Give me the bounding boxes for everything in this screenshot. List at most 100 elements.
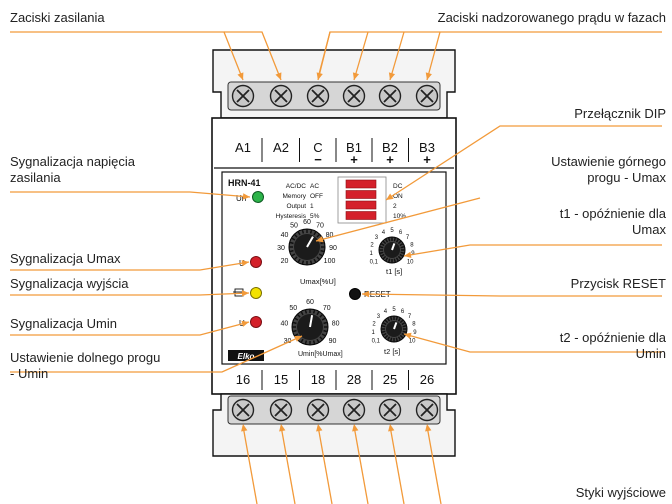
- reset-button: [349, 288, 361, 300]
- top-screw-slot: [236, 89, 250, 103]
- leader-output-contact-head: [425, 424, 432, 432]
- umin-knob-knurl: [316, 311, 320, 316]
- leader-reset-button: [361, 293, 662, 297]
- dip-row-name: Memory: [283, 193, 307, 200]
- t2-knob-knurl: [402, 324, 407, 328]
- umax-knob-caption: Umax[%U]: [300, 277, 336, 286]
- t2-knob-knurl: [397, 336, 402, 341]
- leader-t1-delay-head: [404, 251, 412, 259]
- t1-knob-knurl: [399, 253, 404, 258]
- umax-knob-knurl: [320, 249, 325, 253]
- umax-knob-knurl: [293, 233, 298, 238]
- t1-knob-knurl: [382, 255, 387, 260]
- t1-knob-scale-label: 7: [406, 235, 410, 241]
- umax-knob-scale-label: 50: [290, 222, 298, 229]
- umax-knob-scale-label: 70: [316, 222, 324, 229]
- umax-knob-scale-label: 30: [277, 245, 285, 252]
- umin-knob-knurl: [300, 311, 304, 316]
- t2-knob-scale-label: 7: [408, 314, 412, 320]
- t1-knob-knurl: [395, 238, 400, 243]
- t1-knob-knurl: [379, 245, 384, 249]
- t1-knob-scale-label: 2: [370, 243, 374, 249]
- t1-knob-knurl: [393, 237, 397, 242]
- t2-knob-scale-label: 8: [412, 322, 416, 328]
- leader-umin-setting-head: [294, 335, 302, 342]
- t1-knob-knurl: [384, 238, 389, 243]
- umin-knob-knurl: [292, 329, 297, 333]
- leader-dip-switch-head: [386, 193, 394, 200]
- t1-knob-knurl: [380, 242, 385, 247]
- leader-phase-c: [317, 31, 331, 81]
- leader-t2-delay: [403, 333, 662, 353]
- leader-phase-b3-head: [425, 72, 432, 80]
- top-terminal-sign: +: [423, 152, 431, 167]
- umax-knob-scale-label: 60: [303, 219, 311, 226]
- bottom-terminal-label: 25: [383, 372, 397, 387]
- t1-knob-scale-label: 10: [407, 260, 414, 266]
- dip-row-left-value: 1: [310, 203, 314, 210]
- t2-knob-caption: t2 [s]: [384, 347, 400, 356]
- leader-phase-b3: [426, 31, 441, 81]
- t1-knob-knurl: [384, 257, 389, 262]
- t2-knob-knurl: [382, 332, 387, 337]
- leader-phase-b2-head: [388, 72, 396, 80]
- t1-knob-scale-label: 5: [390, 228, 394, 234]
- callout-power-terminals: Zaciski zasilania: [10, 10, 105, 25]
- t2-knob-knurl: [397, 317, 402, 322]
- leader-output-contact-head: [241, 424, 248, 432]
- umax-knob-knurl: [301, 260, 305, 265]
- umin-knob-knurl: [319, 313, 324, 318]
- t2-knob-knurl: [399, 334, 404, 339]
- top-screw-slot: [420, 89, 434, 103]
- umin-knob-knurl: [316, 338, 320, 343]
- brand-logo: [228, 350, 264, 361]
- umax-knob-knurl: [297, 231, 301, 236]
- t1-knob-knurl: [395, 257, 400, 262]
- leader-umin-signal-head: [241, 320, 249, 327]
- dip-row-left-value: 5%: [310, 213, 320, 220]
- supply-led: [252, 191, 264, 203]
- top-terminal-label: A2: [273, 140, 289, 155]
- t2-knob: [380, 315, 408, 343]
- bottom-screw-slot: [383, 403, 397, 417]
- t1-knob-knurl: [400, 251, 405, 255]
- leader-supply-signal: [10, 191, 251, 198]
- umax-knob-knurl: [291, 253, 296, 257]
- output-led: [250, 287, 262, 299]
- dip-switch-lever: [345, 200, 377, 210]
- leader-output-contact-head: [279, 424, 286, 432]
- dip-row-right-value: ON: [393, 193, 403, 200]
- umax-knob-knurl: [289, 241, 294, 245]
- umax-knob-knurl: [289, 249, 294, 253]
- umax-knob-scale-label: 90: [329, 245, 337, 252]
- dip-row-right-value: 10%: [393, 213, 406, 220]
- dip-row-right-value: DC: [393, 183, 403, 190]
- top-terminal-label: B2: [382, 140, 398, 155]
- bottom-screw-slot: [311, 403, 325, 417]
- umax-knob-knurl: [318, 253, 323, 257]
- leader-output-signal: [10, 292, 250, 296]
- t2-knob-knurl: [395, 337, 399, 342]
- umin-knob-knurl: [304, 340, 308, 345]
- t1-knob-scale-label: 6: [399, 230, 403, 236]
- leader-phase-b2: [389, 31, 405, 81]
- t1-knob-scale-label: 1: [369, 251, 373, 257]
- t2-knob-knurl: [384, 319, 389, 324]
- leader-phase-c-head: [316, 72, 323, 80]
- umax-knob-scale-label: 40: [281, 232, 289, 239]
- umax-knob-scale-label: 100: [324, 258, 336, 265]
- leader-t1-delay: [403, 244, 662, 257]
- umax-knob-scale-label: 20: [281, 258, 289, 265]
- umin-knob-knurl: [292, 321, 297, 325]
- t2-knob-knurl: [382, 321, 387, 326]
- callout-phase-current-terminals: Zaciski nadzorowanego prądu w fazach: [437, 10, 666, 25]
- t1-knob-knurl: [393, 258, 397, 263]
- top-terminal-sign: −: [314, 152, 322, 167]
- umin-knob-knurl: [296, 313, 301, 318]
- t2-knob-knurl: [401, 332, 406, 337]
- leader-t2-delay-head: [404, 332, 412, 339]
- umax-knob: [288, 228, 326, 266]
- umin-knob-knurl: [294, 317, 299, 321]
- umin-knob: [291, 308, 329, 346]
- callout-t1-delay: t1 - opóźnienie dla Umax: [559, 206, 666, 237]
